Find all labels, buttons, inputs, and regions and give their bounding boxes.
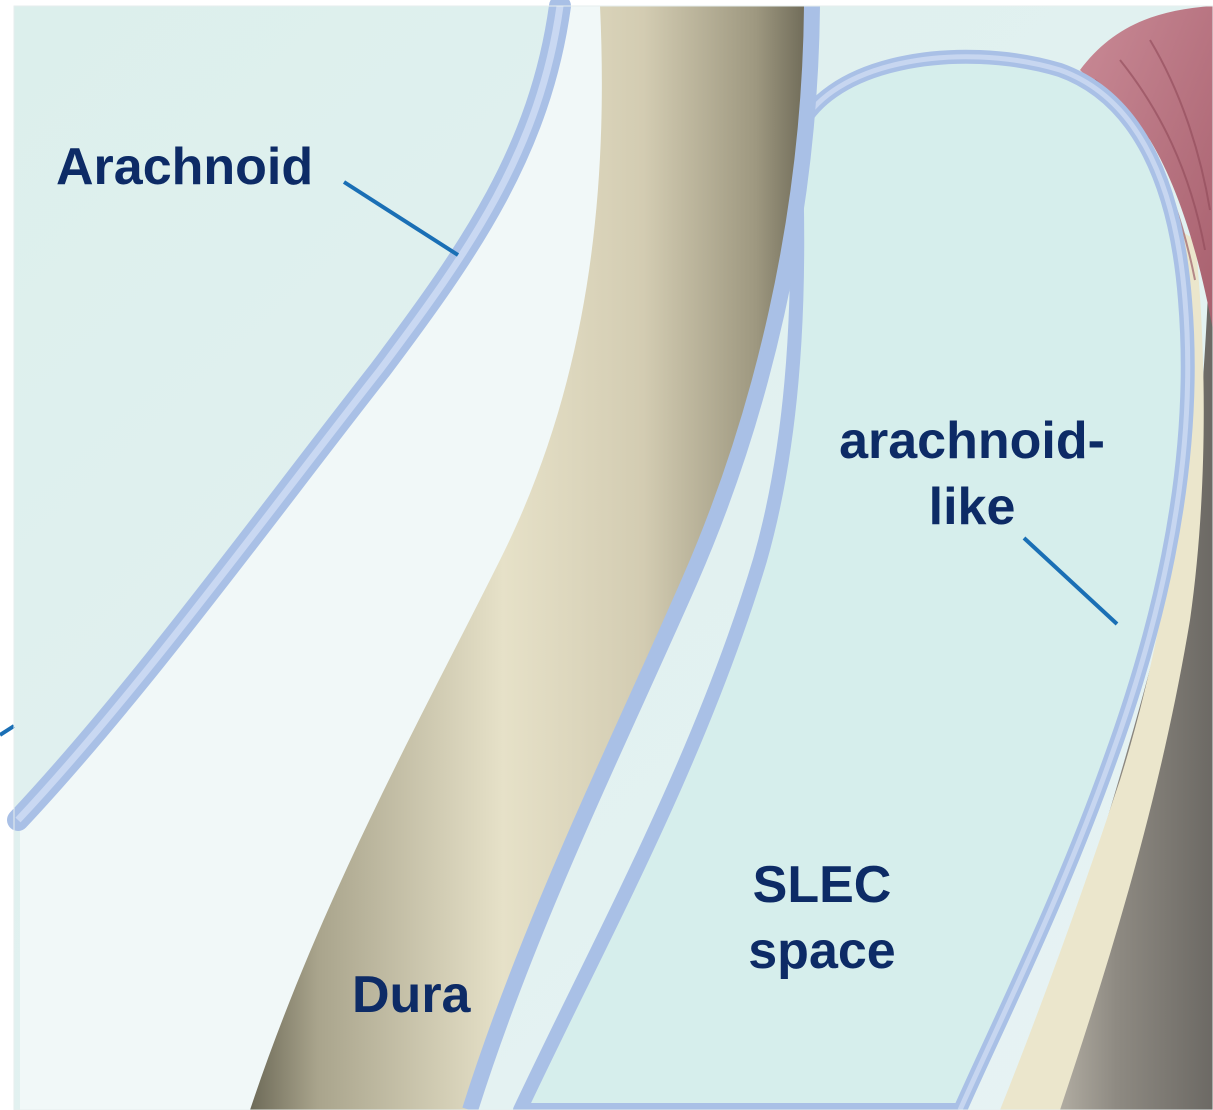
slec-space-label-line2: space [722, 918, 922, 984]
arachnoid-like-label: arachnoid- like [822, 408, 1122, 540]
arachnoid-like-label-line2: like [822, 474, 1122, 540]
dura-label: Dura [352, 962, 470, 1028]
slec-space-label-line1: SLEC [722, 852, 922, 918]
slec-space-label: SLEC space [722, 852, 922, 984]
arachnoid-label: Arachnoid [56, 134, 313, 200]
arachnoid-like-label-line1: arachnoid- [822, 408, 1122, 474]
